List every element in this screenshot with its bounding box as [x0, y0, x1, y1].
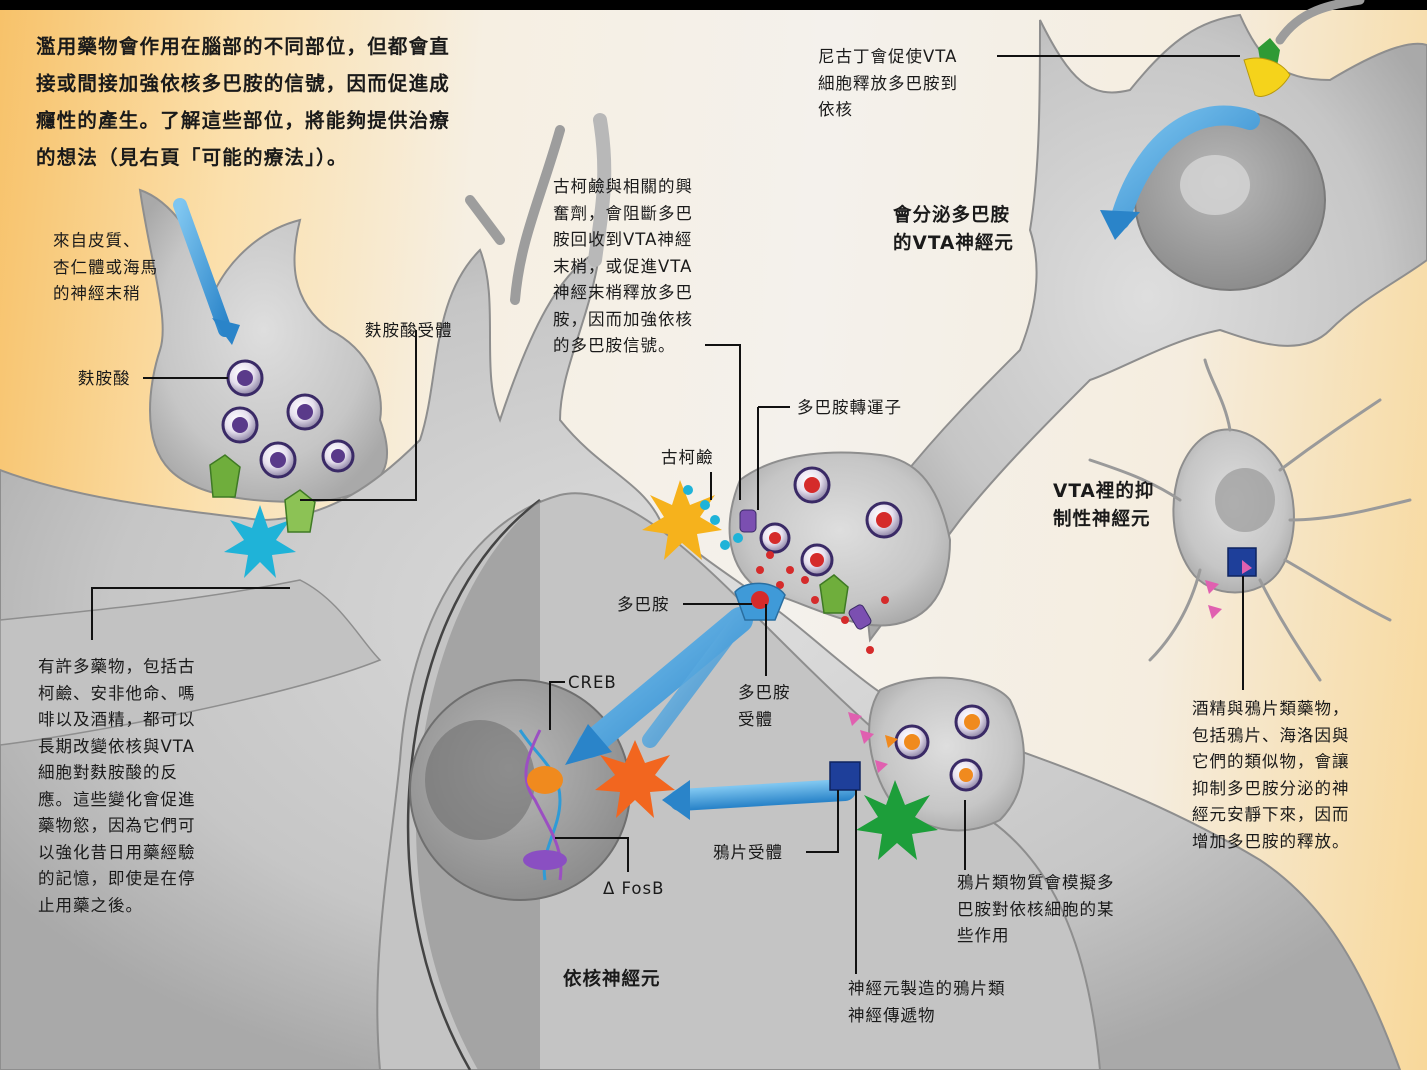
label-opiate-receptor: 鴉片受體 — [713, 840, 783, 867]
label-endogenous-opioid-note: 神經元製造的鴉片類 神經傳遞物 — [848, 976, 1006, 1029]
label-delta-fosb: Δ FosB — [603, 876, 664, 903]
label-opiate-mimic-note: 鴉片類物質會模擬多 巴胺對依核細胞的某 些作用 — [957, 870, 1115, 950]
label-glutamate-receptor: 麩胺酸受體 — [365, 318, 453, 345]
label-vta-dopamine-neuron: 會分泌多巴胺 的VTA神經元 — [893, 202, 1014, 258]
label-glutamate: 麩胺酸 — [78, 366, 131, 393]
label-cocaine: 古柯鹼 — [661, 445, 714, 472]
label-dopamine-receptor: 多巴胺 受體 — [738, 680, 791, 733]
label-dopamine-transporter: 多巴胺轉運子 — [797, 395, 902, 422]
label-dopamine: 多巴胺 — [617, 592, 670, 619]
label-many-drugs-note: 有許多藥物，包括古 柯鹼、安非他命、嗎 啡以及酒精，都可以 長期改變依核與VTA… — [38, 654, 196, 919]
intro-paragraph: 濫用藥物會作用在腦部的不同部位，但都會直 接或間接加強依核多巴胺的信號，因而促進… — [36, 28, 541, 176]
label-nucleus-accumbens-neuron: 依核神經元 — [563, 966, 661, 994]
label-vta-inhibitory-neuron: VTA裡的抑 制性神經元 — [1053, 478, 1154, 534]
label-cortex-terminals: 來自皮質、 杏仁體或海馬 的神經末稍 — [53, 228, 158, 308]
label-alcohol-opiates-note: 酒精與鴉片類藥物， 包括鴉片、海洛因與 它們的類似物，會讓 抑制多巴胺分泌的神 … — [1192, 696, 1350, 855]
label-cocaine-note: 古柯鹼與相關的興 奮劑，會阻斷多巴 胺回收到VTA神經 末梢，或促進VTA 神經… — [553, 174, 693, 360]
label-creb: CREB — [568, 670, 617, 697]
label-nicotine-note: 尼古丁會促使VTA 細胞釋放多巴胺到 依核 — [818, 44, 958, 124]
